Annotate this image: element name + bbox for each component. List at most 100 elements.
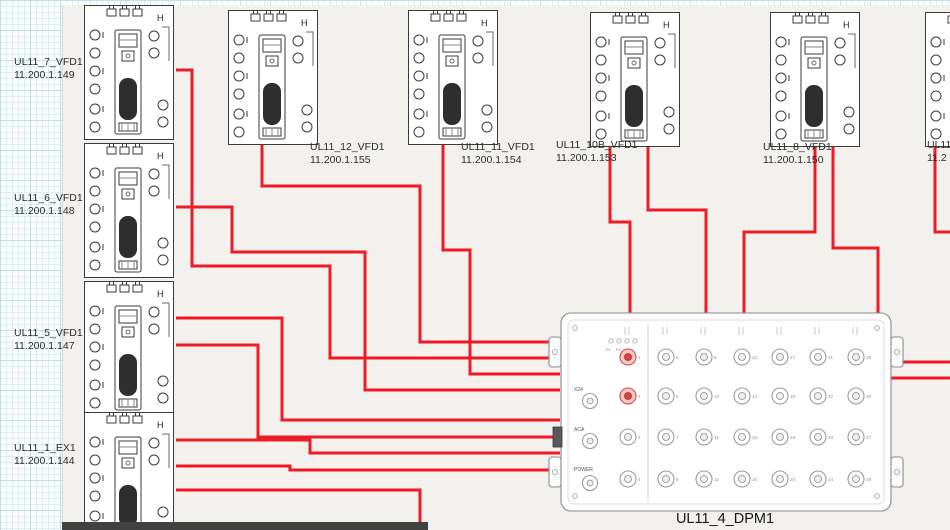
right-port-circle xyxy=(481,104,493,116)
cable-12[interactable] xyxy=(742,147,817,314)
cable-2[interactable] xyxy=(176,68,560,360)
dpm-port-7[interactable]: 7 xyxy=(657,428,679,446)
cable-11[interactable] xyxy=(646,147,708,314)
device-UL11_8_VFD1[interactable]: H UL11_8_VFD1 11.200.1.150 xyxy=(763,12,860,166)
right-port-circle xyxy=(148,323,160,335)
device-ip: 11.200.1.144 xyxy=(14,455,75,467)
top-terminal-icons xyxy=(612,13,649,24)
device-ip: 11.200.1.150 xyxy=(763,154,824,166)
x24-label: X24 xyxy=(574,387,583,393)
drive-body xyxy=(114,29,142,135)
top-terminal-icons xyxy=(106,144,143,155)
dpm-port-26[interactable]: 26 xyxy=(847,387,872,405)
led-icon xyxy=(608,338,614,344)
dpm-port-13[interactable]: 13 xyxy=(733,348,758,366)
dpm-port-17[interactable]: 17 xyxy=(771,348,796,366)
connector-icon xyxy=(121,188,135,200)
cable-5[interactable] xyxy=(176,316,560,422)
dpm-port-16[interactable]: 16 xyxy=(733,470,758,488)
dpm-port-27[interactable]: 27 xyxy=(847,428,872,446)
right-port-circle xyxy=(157,375,169,387)
cable-3[interactable] xyxy=(441,142,560,376)
dpm-port-28[interactable]: 28 xyxy=(847,470,872,488)
device-ip: 11.200.1.153 xyxy=(556,152,617,164)
dpm-port-21[interactable]: 21 xyxy=(809,348,834,366)
dpm-port-20[interactable]: 20 xyxy=(771,470,796,488)
dpm-port-5[interactable]: 5 xyxy=(657,348,679,366)
right-port-circle xyxy=(301,104,313,116)
dpm-port-4[interactable]: 4 xyxy=(619,470,641,488)
dpm-port-10[interactable]: 10 xyxy=(695,387,720,405)
dpm-module[interactable]: P1 P2 FAULT X24 ACA POWER 12345678910111… xyxy=(548,311,904,520)
led-label-p2: P2 xyxy=(616,347,622,352)
right-port-circle xyxy=(157,116,169,128)
dpm-port-18[interactable]: 18 xyxy=(771,387,796,405)
device-UL11[interactable]: H UL11 11.2 xyxy=(925,12,950,164)
cable-10[interactable] xyxy=(608,147,632,314)
handle-slot xyxy=(443,83,461,125)
h-label: H xyxy=(481,18,488,28)
right-port-circle xyxy=(472,52,484,64)
dpm-port-24[interactable]: 24 xyxy=(809,470,834,488)
dpm-port-19[interactable]: 19 xyxy=(771,428,796,446)
device-name: UL11_11_VFD1 xyxy=(461,141,535,153)
right-port-circle xyxy=(654,37,666,49)
dpm-port-11[interactable]: 11 xyxy=(695,428,719,446)
dpm-port-2[interactable]: 2 xyxy=(619,387,641,405)
connector-icon xyxy=(627,57,641,69)
dpm-port-25[interactable]: 25 xyxy=(847,348,872,366)
dpm-port-3[interactable]: 3 xyxy=(619,428,641,446)
device-UL11_10B_VFD1[interactable]: H UL11_10B_VFD1 11.200.1.153 xyxy=(556,12,680,164)
drive-body xyxy=(438,34,466,140)
handle-slot xyxy=(805,85,823,127)
dpm-port-22[interactable]: 22 xyxy=(809,387,834,405)
device-UL11_1_EX1[interactable]: H UL11_1_EX1 11.200.1.144 xyxy=(14,412,174,530)
right-port-circle xyxy=(157,506,169,518)
device-UL11_7_VFD1[interactable]: H UL11_7_VFD1 11.200.1.149 xyxy=(14,5,174,140)
dpm-port-8[interactable]: 8 xyxy=(657,470,679,488)
dpm-port-23[interactable]: 23 xyxy=(809,428,834,446)
left-port-circles xyxy=(930,36,945,140)
device-ip: 11.200.1.155 xyxy=(310,154,371,166)
screw-icon xyxy=(874,325,880,331)
cable-1[interactable] xyxy=(260,142,560,344)
cable-4[interactable] xyxy=(176,205,560,392)
device-UL11_11_VFD1[interactable]: H UL11_11_VFD1 11.200.1.154 xyxy=(408,10,535,166)
h-label: H xyxy=(157,13,164,23)
screw-icon xyxy=(874,493,880,499)
cable-13[interactable] xyxy=(831,147,880,314)
h-label: H xyxy=(843,20,850,30)
aux-ports: X24 ACA POWER xyxy=(574,387,599,492)
dpm-port-14[interactable]: 14 xyxy=(733,387,758,405)
dpm-port-15[interactable]: 15 xyxy=(733,428,758,446)
dpm-port-6[interactable]: 6 xyxy=(657,387,679,405)
cable-14[interactable] xyxy=(933,147,950,234)
left-port-circles xyxy=(89,305,104,409)
dpm-port-9[interactable]: 9 xyxy=(695,348,717,366)
dpm-port-1[interactable]: 1 xyxy=(619,348,641,366)
dpm-port-12[interactable]: 12 xyxy=(695,470,720,488)
device-label: UL11_8_VFD1 11.200.1.150 xyxy=(763,141,832,167)
right-port-circle xyxy=(663,123,675,135)
top-terminal-icons xyxy=(250,11,287,22)
top-terminal-icons xyxy=(106,6,143,17)
device-name: UL11_1_EX1 xyxy=(14,442,76,454)
cable-9[interactable] xyxy=(176,488,422,530)
cable-8[interactable] xyxy=(176,464,560,472)
left-port-circles xyxy=(595,36,610,140)
led-label-p1: P1 xyxy=(606,347,612,352)
bracket-line xyxy=(668,33,676,68)
device-UL11_6_VFD1[interactable]: H UL11_6_VFD1 11.200.1.148 xyxy=(14,143,174,278)
device-UL11_12_VFD1[interactable]: H UL11_12_VFD1 11.200.1.155 xyxy=(228,10,385,166)
port-number: 26 xyxy=(866,394,872,399)
right-port-circle xyxy=(148,47,160,59)
cable-7[interactable] xyxy=(176,438,560,455)
device-label: UL11_5_VFD1 11.200.1.147 xyxy=(14,327,83,353)
cable-6[interactable] xyxy=(176,343,560,439)
device-UL11_5_VFD1[interactable]: H UL11_5_VFD1 11.200.1.147 xyxy=(14,281,174,416)
power-label: POWER xyxy=(574,467,593,473)
right-port-circle xyxy=(472,35,484,47)
port-number: 16 xyxy=(752,477,758,482)
horizontal-scrollbar-thumb[interactable] xyxy=(62,522,428,530)
right-port-circle xyxy=(148,437,160,449)
